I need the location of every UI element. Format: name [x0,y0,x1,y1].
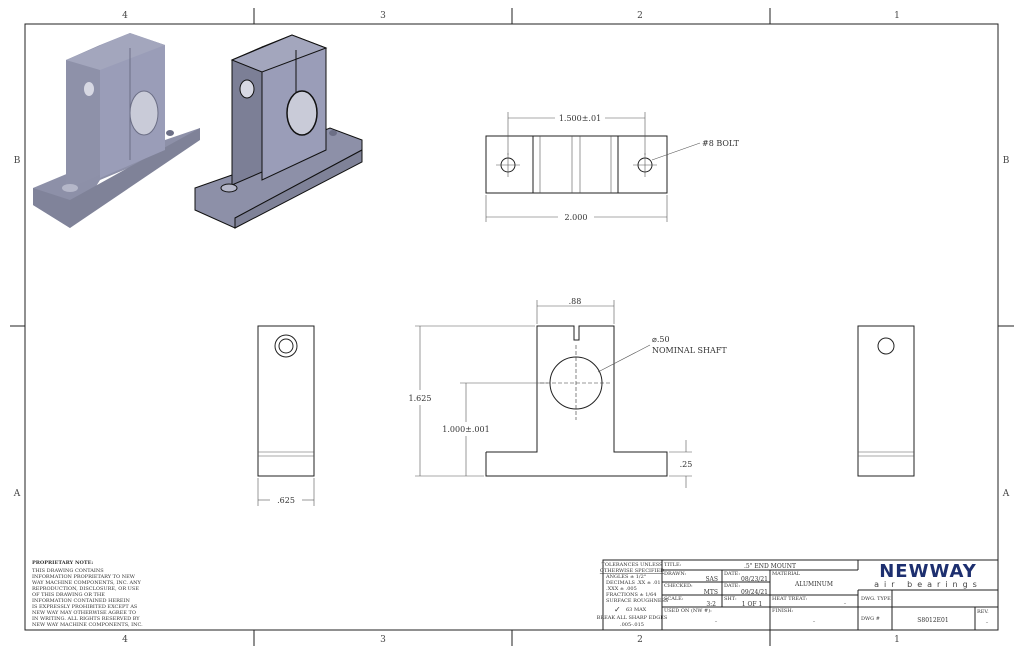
dwg-number-label: DWG # [861,616,880,622]
checked-label: CHECKED: [664,583,693,589]
dim-upright-width: .88 [569,297,582,306]
zone-row-b: B [14,156,21,166]
zone-col-1-bottom: 1 [894,635,900,645]
zone-col-2: 2 [637,11,643,21]
used-on-value: – [715,619,718,625]
zone-col-3: 3 [380,11,386,21]
isometric-view-edges [194,34,363,229]
zone-row-a: A [13,489,21,499]
checked-date-label: DATE: [724,583,740,589]
drawing-title: .5" END MOUNT [744,563,796,570]
material-value: ALUMINUM [794,581,833,588]
proprietary-line: INFORMATION CONTAINED HEREIN [32,598,130,604]
tolerance-line: BREAK ALL SHARP EDGES [597,615,668,621]
surface-finish-check-icon: ✓ [614,605,621,614]
dim-bolt-spacing: 1.500±.01 [559,114,601,123]
proprietary-line: WAY MACHINE COMPONENTS, INC. ANY [32,580,142,586]
date-label: DATE: [724,571,740,577]
dim-depth: .625 [277,496,295,505]
tolerance-line: SURFACE ROUGHNESS [606,598,669,604]
logo-tagline: air bearings [874,580,982,589]
tolerance-line: FRACTIONS ± 1/64 [606,592,656,598]
zone-labels: 4 3 2 1 4 3 2 1 B B A A [13,11,1010,645]
proprietary-line: OF THIS DRAWING OR THE [32,592,105,598]
tolerance-line: 63 MAX [626,607,647,613]
material-label: MATERIAL [772,571,801,577]
dim-overall-height: 1.625 [409,394,432,403]
zone-col-4-bottom: 4 [122,635,128,645]
title-block-fields: TITLE: .5" END MOUNT DRAWN: SAS DATE: 08… [664,562,989,626]
drawn-by: SAS [705,576,718,583]
proprietary-line: NEW WAY MACHINE COMPONENTS, INC. [32,622,143,628]
proprietary-line: THIS DRAWING CONTAINS [32,568,104,574]
tolerance-notes: TOLERANCES UNLESS OTHERWISE SPECIFIED AN… [597,562,669,628]
dim-center-height: 1.000±.001 [442,425,489,434]
tolerance-line: OTHERWISE SPECIFIED [600,568,664,574]
logo-name: NEWWAY [879,561,977,582]
rev-label: REV. [977,609,989,615]
dim-overall-width: 2.000 [565,213,588,222]
zone-row-a-right: A [1002,489,1010,499]
checked-date: 09/24/21 [741,589,768,596]
dwg-type-label: DWG. TYPE [861,596,891,602]
newway-logo: NEWWAY air bearings [874,561,982,589]
sheet-value: 1 OF 1 [742,601,763,608]
shaft-diameter-callout: ⌀.50 [652,335,670,344]
proprietary-line: REPRODUCTION, DISCLOSURE, OR USE [32,586,139,592]
drawn-date: 08/23/21 [741,576,768,583]
finish-value: – [813,619,816,625]
tolerance-line: TOLERANCES UNLESS [602,562,664,568]
top-view [485,112,701,222]
zone-row-b-right: B [1003,156,1010,166]
zone-col-4: 4 [122,11,128,21]
right-side-view [857,325,915,477]
tolerance-line: DECIMALS .XX ± .01 [606,580,661,586]
proprietary-heading: PROPRIETARY NOTE: [32,560,93,566]
proprietary-line: IS EXPRESSLY PROHIBITED EXCEPT AS [32,604,138,610]
dim-base-thickness: .25 [680,460,693,469]
zone-col-2-bottom: 2 [637,635,643,645]
drawn-label: DRAWN: [664,571,687,577]
sheet-label: SHT: [724,596,737,602]
proprietary-note: PROPRIETARY NOTE: THIS DRAWING CONTAINS … [32,560,143,628]
shaft-nominal-callout: NOMINAL SHAFT [652,346,727,355]
tolerance-line: .XXX ± .005 [606,586,637,592]
dwg-number: S8012E01 [917,617,948,624]
finish-label: FINISH: [772,608,794,614]
title-label: TITLE: [664,562,682,568]
tolerance-line: ANGLES ± 1/2° [605,574,647,580]
scale-value: 3:2 [706,601,716,608]
checked-by: MTS [704,589,718,596]
proprietary-line: INFORMATION PROPRIETARY TO NEW [32,574,136,580]
heat-treat-value: – [844,601,847,607]
bolt-callout: #8 BOLT [702,139,740,148]
sheet-frame [10,8,1014,646]
left-side-view [257,325,315,506]
zone-col-1: 1 [894,11,900,21]
heat-treat-label: HEAT TREAT: [772,596,808,602]
isometric-view-shaded [33,33,200,228]
zone-col-3-bottom: 3 [380,635,386,645]
front-view [415,300,692,488]
title-block [602,559,999,631]
tolerance-line: .005-.015 [620,622,644,628]
rev-value: – [986,620,989,626]
scale-label: SCALE: [664,596,684,602]
proprietary-line: NEW WAY MAY OTHERWISE AGREE TO [32,610,136,616]
used-on-label: USED ON (NW #): [664,607,712,614]
proprietary-line: IN WRITING. ALL RIGHTS RESERVED BY [32,616,140,622]
